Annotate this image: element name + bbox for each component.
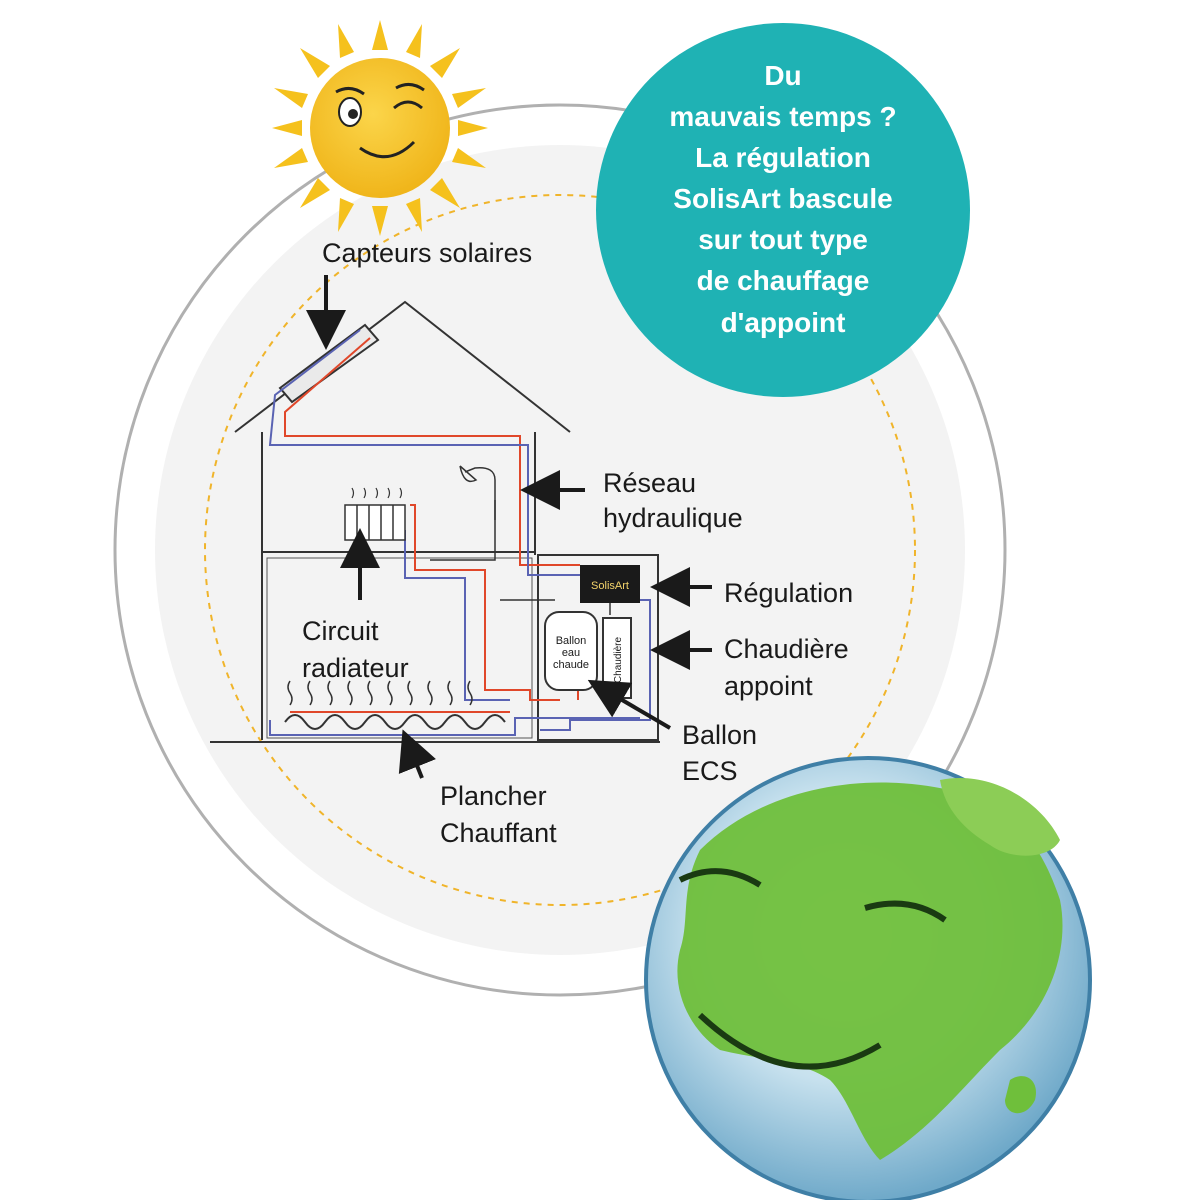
label-reseau-2: hydraulique xyxy=(603,503,743,533)
label-reseau-1: Réseau xyxy=(603,468,696,498)
pointer-arrows xyxy=(306,275,712,779)
arrow-ballon xyxy=(587,679,672,730)
label-chaudiere-2: appoint xyxy=(724,671,813,701)
bubble-line-2: mauvais temps ? xyxy=(669,101,896,132)
shower-head xyxy=(459,465,496,520)
dashed-orbit xyxy=(204,194,916,906)
heat-waves-floor xyxy=(287,680,473,706)
label-circuit-2: radiateur xyxy=(302,653,409,683)
boiler: Chaudière xyxy=(602,617,632,699)
bubble-line-6: de chauffage xyxy=(697,265,870,296)
bubble-line-7: d'appoint xyxy=(721,307,846,338)
boiler-label: Chaudière xyxy=(613,636,624,683)
label-regulation: Régulation xyxy=(724,578,853,608)
sun-illustration xyxy=(272,20,488,236)
bubble-line-5: sur tout type xyxy=(698,224,868,255)
label-chaudiere-1: Chaudière xyxy=(724,634,849,664)
bubble-line-1: Du xyxy=(764,60,801,91)
bubble-line-4: SolisArt bascule xyxy=(673,183,892,214)
label-plancher-1: Plancher xyxy=(440,781,547,811)
label-plancher-2: Chauffant xyxy=(440,818,557,848)
label-circuit-1: Circuit xyxy=(302,616,379,646)
bubble-line-3: La régulation xyxy=(695,142,871,173)
cold-pipes xyxy=(268,329,651,736)
hot-water-tank: Ballon eau chaude xyxy=(544,611,598,691)
tank-label-1: Ballon xyxy=(556,635,587,647)
label-ballon-ecs-2: ECS xyxy=(682,756,738,786)
regulation-box: SolisArt xyxy=(580,565,640,603)
arrow-plancher xyxy=(398,729,436,779)
label-capteurs: Capteurs solaires xyxy=(322,238,532,268)
tank-label-2: eau xyxy=(562,647,580,659)
underfloor-coil xyxy=(284,714,506,730)
earth-illustration xyxy=(644,756,1092,1200)
brand-label: SolisArt xyxy=(591,580,629,592)
info-bubble: Du mauvais temps ? La régulation SolisAr… xyxy=(596,23,970,397)
label-ballon-ecs-1: Ballon xyxy=(682,720,757,750)
tank-label-3: chaude xyxy=(553,659,589,671)
